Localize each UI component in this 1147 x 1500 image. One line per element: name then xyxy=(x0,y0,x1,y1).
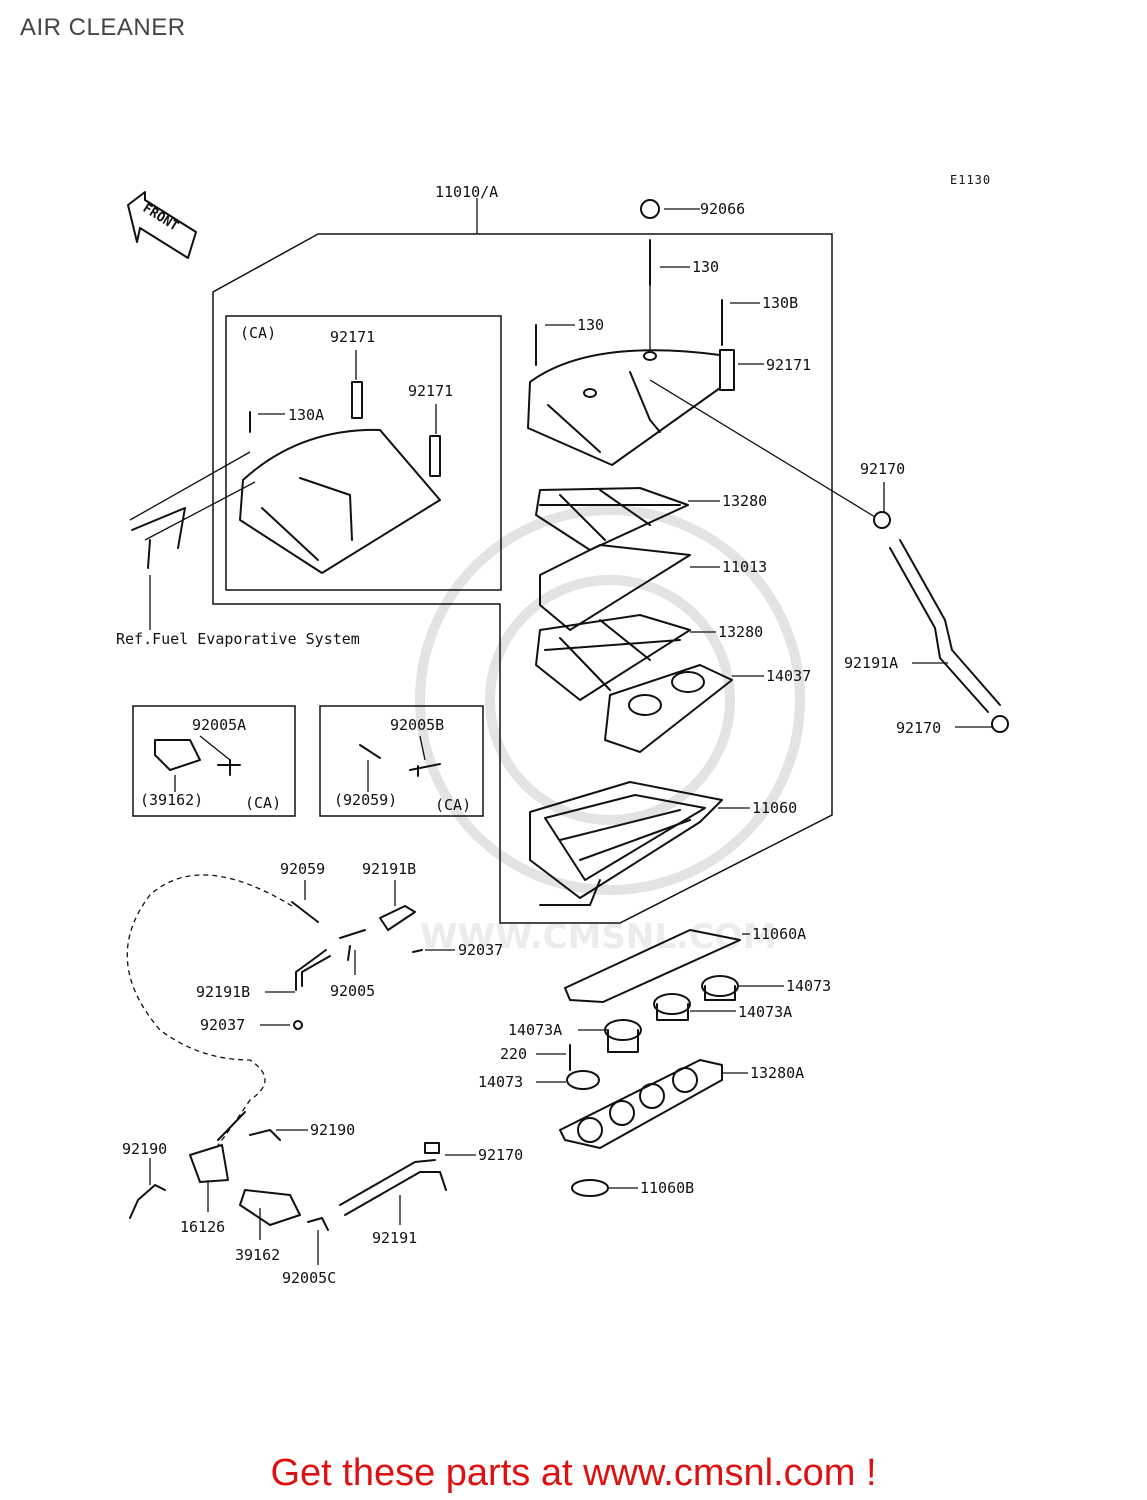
label-14073-top: 14073 xyxy=(786,977,831,995)
label-92191b-top: 92191B xyxy=(362,860,416,878)
label-92171-right: 92171 xyxy=(766,356,811,374)
label-92170-bottom: 92170 xyxy=(478,1146,523,1164)
label-92191a: 92191A xyxy=(844,654,898,672)
label-11010a: 11010/A xyxy=(435,183,498,201)
label-92037-top: 92037 xyxy=(458,941,503,959)
label-92170-top: 92170 xyxy=(860,460,905,478)
label-ca-92005a: (CA) xyxy=(245,794,281,812)
inset-box-92005b xyxy=(319,705,484,817)
air-cleaner-case xyxy=(529,781,723,906)
label-92059: 92059 xyxy=(280,860,325,878)
callout-labels: 11010/A 92066 130 130B 130 92171 (CA) 92… xyxy=(116,183,941,1287)
front-arrow-icon: FRONT xyxy=(127,191,197,259)
label-13280a: 13280A xyxy=(750,1064,804,1082)
label-92170-right: 92170 xyxy=(896,719,941,737)
ca-inset-box xyxy=(225,315,502,591)
label-11060a: 11060A xyxy=(752,925,806,943)
label-39162: 39162 xyxy=(235,1246,280,1264)
filter-elements xyxy=(535,487,733,753)
label-92066: 92066 xyxy=(700,200,745,218)
assembly-outline xyxy=(212,233,833,924)
label-220: 220 xyxy=(500,1045,527,1063)
label-92191b-left: 92191B xyxy=(196,983,250,1001)
label-92005c: 92005C xyxy=(282,1269,336,1287)
label-16126: 16126 xyxy=(180,1218,225,1236)
inset-parts xyxy=(154,735,441,792)
label-130a: 130A xyxy=(288,406,324,424)
label-92171-inset-a: 92171 xyxy=(330,328,375,346)
label-ca-inset: (CA) xyxy=(240,324,276,342)
label-ca-92005b: (CA) xyxy=(435,796,471,814)
label-11060: 11060 xyxy=(752,799,797,817)
plate-13280a xyxy=(559,1059,723,1149)
diagram-code: E1130 xyxy=(950,173,991,187)
label-92171-inset-b: 92171 xyxy=(408,382,453,400)
label-11013: 11013 xyxy=(722,558,767,576)
label-13280-mid: 13280 xyxy=(718,623,763,641)
leader-lines xyxy=(149,208,992,1265)
label-92005b: 92005B xyxy=(390,716,444,734)
holders-14073 xyxy=(566,975,739,1090)
label-14073-left: 14073 xyxy=(478,1073,523,1091)
o-ring-11060b xyxy=(571,1179,609,1197)
label-39162-paren: (39162) xyxy=(140,791,203,809)
label-92190-left: 92190 xyxy=(122,1140,167,1158)
label-92191: 92191 xyxy=(372,1229,417,1247)
reference-note: Ref.Fuel Evaporative System xyxy=(116,630,360,648)
lower-hoses xyxy=(126,874,447,1231)
label-13280-top: 13280 xyxy=(722,492,767,510)
label-92059-paren: (92059) xyxy=(334,791,397,809)
label-11060b: 11060B xyxy=(640,1179,694,1197)
footer-parts-link[interactable]: Get these parts at www.cmsnl.com ! xyxy=(270,1452,877,1494)
svg-text:FRONT: FRONT xyxy=(140,201,181,235)
inset-box-92005a xyxy=(132,705,296,817)
label-130-top: 130 xyxy=(692,258,719,276)
gasket-11060a xyxy=(564,929,741,1003)
watermark: WWW.CMSNL.COM xyxy=(415,505,805,957)
ca-cleaner-cover xyxy=(129,381,441,574)
parts-diagram: WWW.CMSNL.COM FRONT E1130 xyxy=(116,173,1009,1287)
main-cleaner-cover xyxy=(527,199,881,521)
label-130b: 130B xyxy=(762,294,798,312)
label-14073a-right: 14073A xyxy=(738,1003,792,1021)
label-130-left: 130 xyxy=(577,316,604,334)
label-14037: 14037 xyxy=(766,667,811,685)
label-92190-right: 92190 xyxy=(310,1121,355,1139)
hose-92191a xyxy=(873,511,1009,733)
label-92005a: 92005A xyxy=(192,716,246,734)
page-title: AIR CLEANER xyxy=(20,14,186,41)
label-92005: 92005 xyxy=(330,982,375,1000)
label-92037-left: 92037 xyxy=(200,1016,245,1034)
label-14073a-left: 14073A xyxy=(508,1021,562,1039)
